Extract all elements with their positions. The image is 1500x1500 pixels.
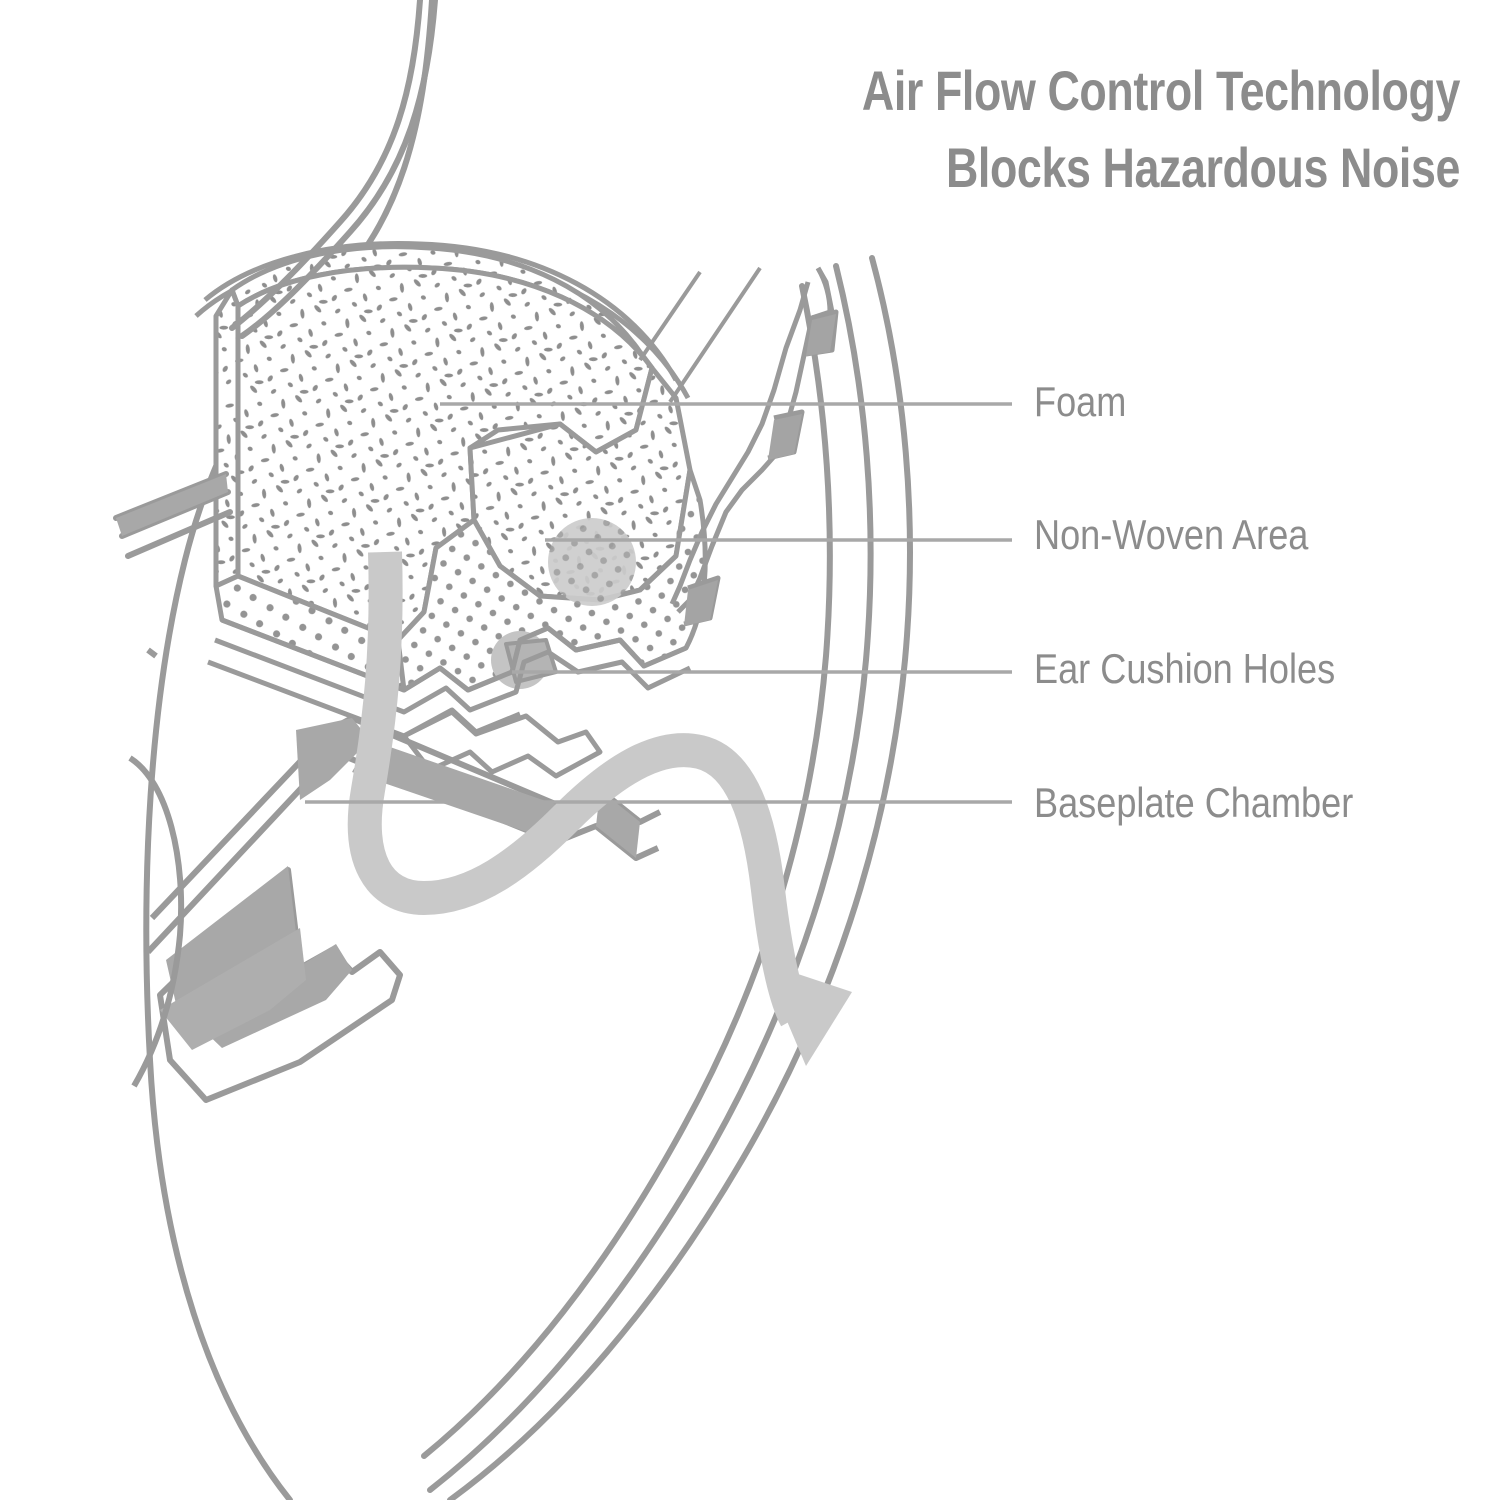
callout-label-ear-cushion-holes: Ear Cushion Holes — [1034, 645, 1336, 692]
air-flow-arrow — [347, 551, 852, 1066]
callout-label-non-woven-area: Non-Woven Area — [1034, 511, 1309, 558]
foam-left-edge — [213, 287, 241, 589]
left-mount-pillar — [128, 647, 185, 1088]
diagram-title-line-1: Air Flow Control Technology — [861, 59, 1461, 122]
label-leader-lines — [305, 402, 1012, 804]
callout-label-baseplate-chamber: Baseplate Chamber — [1034, 779, 1354, 826]
baseplate-chamber-shading — [160, 718, 640, 1050]
shell-notch-shading — [684, 314, 836, 626]
section-hatch-lines — [638, 266, 762, 404]
earcup-outer-shell — [143, 0, 913, 1500]
callout-label-foam: Foam — [1034, 378, 1127, 425]
diagram-title: Air Flow Control Technology Blocks Hazar… — [804, 52, 1461, 207]
headband-arm-shading — [116, 474, 228, 536]
non-woven-area-marker — [548, 518, 636, 606]
diagram-title-line-2: Blocks Hazardous Noise — [945, 136, 1460, 200]
